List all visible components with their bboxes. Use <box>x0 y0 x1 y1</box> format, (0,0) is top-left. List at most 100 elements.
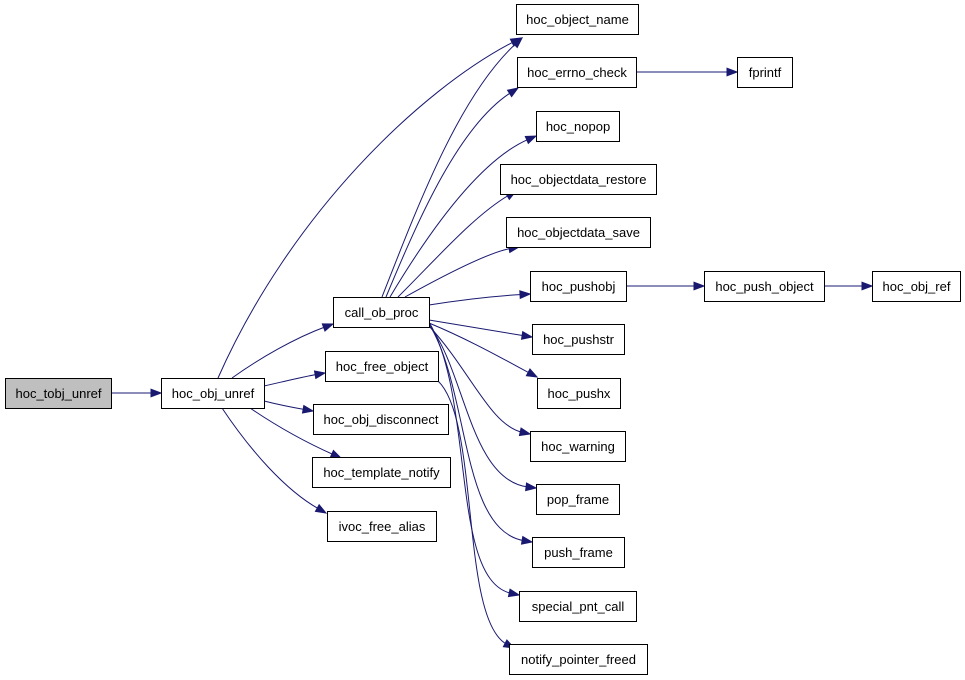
edge-call_ob_proc-to-hoc_warning <box>428 325 532 437</box>
node-hoc_errno_check[interactable]: hoc_errno_check <box>517 57 637 88</box>
edge-line <box>397 194 510 298</box>
edge-call_ob_proc-to-hoc_object_name <box>381 37 524 298</box>
edge-line <box>428 325 523 433</box>
edge-hoc_push_object-to-hoc_obj_ref <box>823 281 874 291</box>
node-hoc_warning[interactable]: hoc_warning <box>530 431 626 462</box>
arrowhead-icon <box>507 588 521 598</box>
node-box[interactable] <box>536 111 620 142</box>
node-label: hoc_tobj_unref <box>15 386 101 401</box>
node-notify_pointer_freed[interactable]: notify_pointer_freed <box>509 644 648 675</box>
node-label: hoc_warning <box>541 439 615 454</box>
node-hoc_object_name[interactable]: hoc_object_name <box>516 4 639 35</box>
node-label: special_pnt_call <box>532 599 625 614</box>
node-hoc_objectdata_save[interactable]: hoc_objectdata_save <box>506 217 651 248</box>
arrowhead-icon <box>506 87 520 98</box>
node-label: call_ob_proc <box>345 305 419 320</box>
node-box[interactable] <box>325 351 439 382</box>
edge-hoc_obj_unref-to-hoc_obj_disconnect <box>263 400 315 414</box>
edge-line <box>217 41 515 379</box>
arrowhead-icon <box>150 388 163 398</box>
node-box[interactable] <box>737 57 793 88</box>
node-box[interactable] <box>536 484 620 515</box>
edge-hoc_obj_unref-to-call_ob_proc <box>231 323 335 379</box>
node-label: hoc_free_object <box>336 359 429 374</box>
node-hoc_nopop[interactable]: hoc_nopop <box>536 111 620 142</box>
node-label: hoc_errno_check <box>527 65 627 80</box>
node-label: hoc_obj_unref <box>172 386 255 401</box>
arrowhead-icon <box>524 135 538 145</box>
node-label: hoc_nopop <box>546 119 610 134</box>
edge-call_ob_proc-to-special_pnt_call <box>428 321 521 598</box>
node-hoc_pushobj[interactable]: hoc_pushobj <box>530 271 627 302</box>
node-hoc_obj_ref[interactable]: hoc_obj_ref <box>872 271 961 302</box>
node-box[interactable] <box>506 217 651 248</box>
edges-layer <box>111 37 874 649</box>
node-box[interactable] <box>519 591 637 622</box>
arrowhead-icon <box>693 281 706 291</box>
node-box[interactable] <box>516 4 639 35</box>
node-box[interactable] <box>532 537 625 568</box>
edge-line <box>428 293 523 306</box>
node-box[interactable] <box>537 378 621 409</box>
node-box[interactable] <box>313 404 449 435</box>
arrowhead-icon <box>321 323 335 332</box>
edge-line <box>249 407 334 456</box>
node-pop_frame[interactable]: pop_frame <box>536 484 620 515</box>
node-box[interactable] <box>530 431 626 462</box>
node-hoc_push_object[interactable]: hoc_push_object <box>704 271 825 302</box>
arrowhead-icon <box>525 368 539 378</box>
arrowhead-icon <box>520 330 534 340</box>
node-hoc_obj_unref[interactable]: hoc_obj_unref <box>161 378 265 409</box>
node-label: hoc_template_notify <box>323 465 440 480</box>
node-hoc_objectdata_restore[interactable]: hoc_objectdata_restore <box>500 164 657 195</box>
node-box[interactable] <box>5 378 112 409</box>
edge-line <box>428 322 531 374</box>
node-call_ob_proc[interactable]: call_ob_proc <box>333 297 430 328</box>
edge-hoc_errno_check-to-fprintf <box>636 67 739 77</box>
edge-line <box>263 373 318 387</box>
node-box[interactable] <box>530 271 627 302</box>
node-label: hoc_pushobj <box>542 279 616 294</box>
node-hoc_tobj_unref[interactable]: hoc_tobj_unref <box>5 378 112 409</box>
node-ivoc_free_alias[interactable]: ivoc_free_alias <box>327 511 437 542</box>
arrowhead-icon <box>518 427 532 437</box>
node-box[interactable] <box>161 378 265 409</box>
edge-line <box>221 407 320 510</box>
edge-call_ob_proc-to-hoc_objectdata_save <box>404 244 521 298</box>
node-label: ivoc_free_alias <box>339 519 426 534</box>
node-hoc_free_object[interactable]: hoc_free_object <box>325 351 439 382</box>
node-push_frame[interactable]: push_frame <box>532 537 625 568</box>
node-label: hoc_push_object <box>715 279 814 294</box>
arrowhead-icon <box>519 290 532 300</box>
edge-hoc_tobj_unref-to-hoc_obj_unref <box>111 388 163 398</box>
edge-line <box>381 43 517 298</box>
edge-call_ob_proc-to-hoc_objectdata_restore <box>397 190 518 298</box>
node-hoc_obj_disconnect[interactable]: hoc_obj_disconnect <box>313 404 449 435</box>
node-box[interactable] <box>704 271 825 302</box>
node-box[interactable] <box>517 57 637 88</box>
node-box[interactable] <box>500 164 657 195</box>
arrowhead-icon <box>313 370 327 380</box>
node-box[interactable] <box>509 644 648 675</box>
edge-line <box>428 324 529 488</box>
node-hoc_pushstr[interactable]: hoc_pushstr <box>532 324 625 355</box>
edge-line <box>389 138 529 298</box>
edge-hoc_pushobj-to-hoc_push_object <box>625 281 706 291</box>
edge-call_ob_proc-to-pop_frame <box>428 324 538 492</box>
node-label: hoc_obj_disconnect <box>324 412 439 427</box>
node-hoc_pushx[interactable]: hoc_pushx <box>537 378 621 409</box>
node-special_pnt_call[interactable]: special_pnt_call <box>519 591 637 622</box>
node-box[interactable] <box>333 297 430 328</box>
node-box[interactable] <box>327 511 437 542</box>
node-label: hoc_pushx <box>548 386 611 401</box>
node-box[interactable] <box>312 457 451 488</box>
edge-call_ob_proc-to-hoc_nopop <box>389 135 538 298</box>
node-box[interactable] <box>532 324 625 355</box>
node-fprintf[interactable]: fprintf <box>737 57 793 88</box>
node-hoc_template_notify[interactable]: hoc_template_notify <box>312 457 451 488</box>
edge-hoc_obj_unref-to-hoc_free_object <box>263 370 327 387</box>
arrowhead-icon <box>301 404 315 414</box>
node-box[interactable] <box>872 271 961 302</box>
edge-line <box>428 319 525 337</box>
